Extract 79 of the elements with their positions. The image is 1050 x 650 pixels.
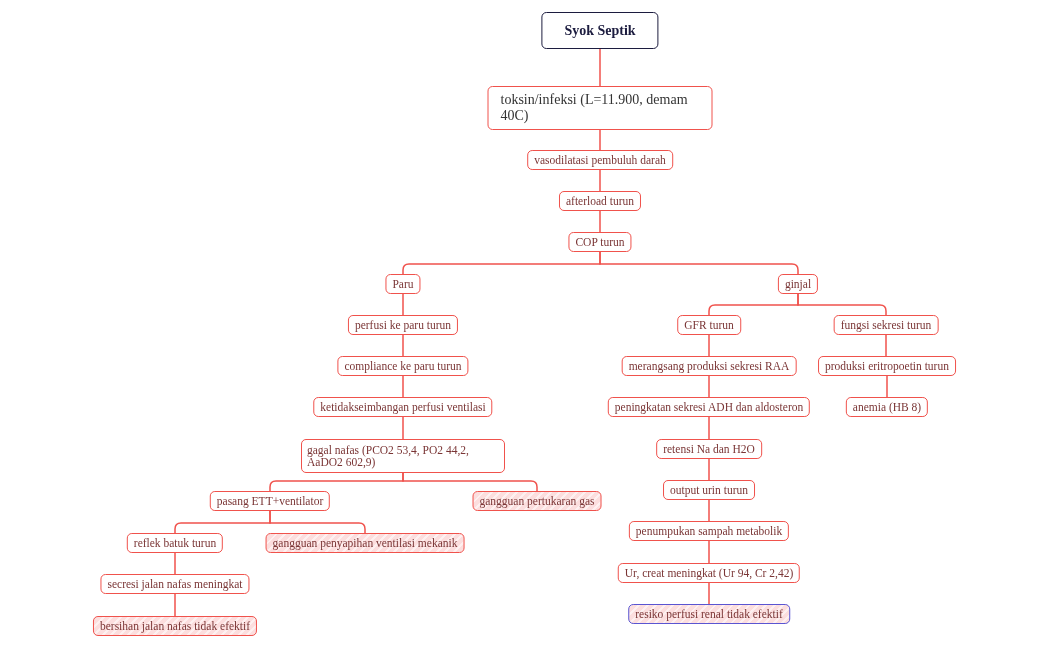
connector-line [599, 169, 601, 192]
node-label: produksi eritropoetin turun [825, 359, 949, 373]
connector-line [886, 375, 888, 398]
connector-line [402, 416, 404, 440]
concept-box [621, 356, 797, 376]
node-label: anemia (HB 8) [852, 400, 922, 414]
connector-line [599, 48, 601, 87]
diagnosis-box [92, 616, 258, 636]
connector-line [174, 552, 176, 575]
node-label: vasodilatasi pembuluh darah [534, 153, 666, 167]
connector-line [708, 375, 710, 398]
concept-box [663, 480, 755, 500]
connector-line [599, 129, 601, 151]
connector-line [708, 540, 710, 564]
connector-line [708, 582, 710, 605]
concept-box [559, 191, 641, 211]
concept-box [833, 315, 939, 335]
node-label: reflek batuk turun [133, 536, 217, 550]
node-label: afterload turun [566, 194, 634, 208]
node-label: Ur, creat meningkat (Ur 94, Cr 2,42) [624, 566, 794, 580]
node-label: COP turun [575, 235, 625, 249]
concept-box [209, 491, 331, 511]
concept-box [527, 150, 673, 170]
concept-box [568, 232, 632, 252]
node-label: gangguan penyapihan ventilasi mekanik [272, 536, 458, 550]
concept-box [313, 397, 493, 417]
node-label: peningkatan sekresi ADH dan aldosteron [614, 400, 804, 414]
node-label: gangguan pertukaran gas [479, 494, 595, 508]
connector-line [797, 293, 887, 316]
connector-line [708, 499, 710, 522]
concept-box [628, 521, 790, 541]
concept-box [100, 574, 250, 594]
node-label: retensi Na dan H2O [663, 442, 755, 456]
diagnosis-box [265, 533, 465, 553]
node-label: merangsang produksi sekresi RAA [628, 359, 790, 373]
node-label: secresi jalan nafas meningkat [107, 577, 243, 591]
concept-box [385, 274, 421, 294]
concept-box [677, 315, 741, 335]
connector-line [599, 251, 799, 275]
diagnosis-box [472, 491, 602, 511]
connector-line [885, 334, 887, 357]
connector-line [708, 458, 710, 481]
concept-box [607, 397, 811, 417]
node-label: bersihan jalan nafas tidak efektif [99, 619, 251, 633]
node-label: penumpukan sampah metabolik [635, 524, 783, 538]
topic-box [541, 12, 659, 49]
node-label: ginjal [784, 277, 812, 291]
connector-line [402, 293, 404, 316]
concept-box [818, 356, 956, 376]
connector-line [708, 416, 710, 440]
node-label: ketidakseimbangan perfusi ventilasi [320, 400, 486, 414]
connector-line [269, 510, 366, 534]
node-label: Paru [392, 277, 414, 291]
concept-box [337, 356, 469, 376]
node-label: Syok Septik [564, 23, 636, 38]
concept-box [656, 439, 762, 459]
connector-line [402, 375, 404, 398]
node-label: perfusi ke paru turun [354, 318, 452, 332]
concept-box [487, 86, 713, 130]
connector-line [402, 334, 404, 357]
connector-line [599, 210, 601, 233]
concept-box [347, 315, 459, 335]
node-label: output urin turun [670, 483, 748, 497]
concept-box [301, 439, 505, 473]
node-label: gagal nafas (PCO2 53,4, PO2 44,2, AaDO2 602,9) [307, 444, 470, 468]
node-label: compliance ke paru turun [344, 359, 462, 373]
node-label: resiko perfusi renal tidak efektif [635, 607, 783, 621]
node-label: toksin/infeksi (L=11.900, demam 40C) [500, 92, 689, 124]
node-label: fungsi sekresi turun [840, 318, 932, 332]
connector-line [708, 334, 710, 357]
concept-box [617, 563, 801, 583]
concept-box [126, 533, 224, 553]
node-label: GFR turun [684, 318, 734, 332]
node-label: pasang ETT+ventilator [216, 494, 324, 508]
connector-line [174, 593, 176, 617]
diagnosis-box [628, 604, 790, 624]
connector-line [402, 472, 538, 492]
concept-box [845, 397, 929, 417]
concept-box [777, 274, 819, 294]
